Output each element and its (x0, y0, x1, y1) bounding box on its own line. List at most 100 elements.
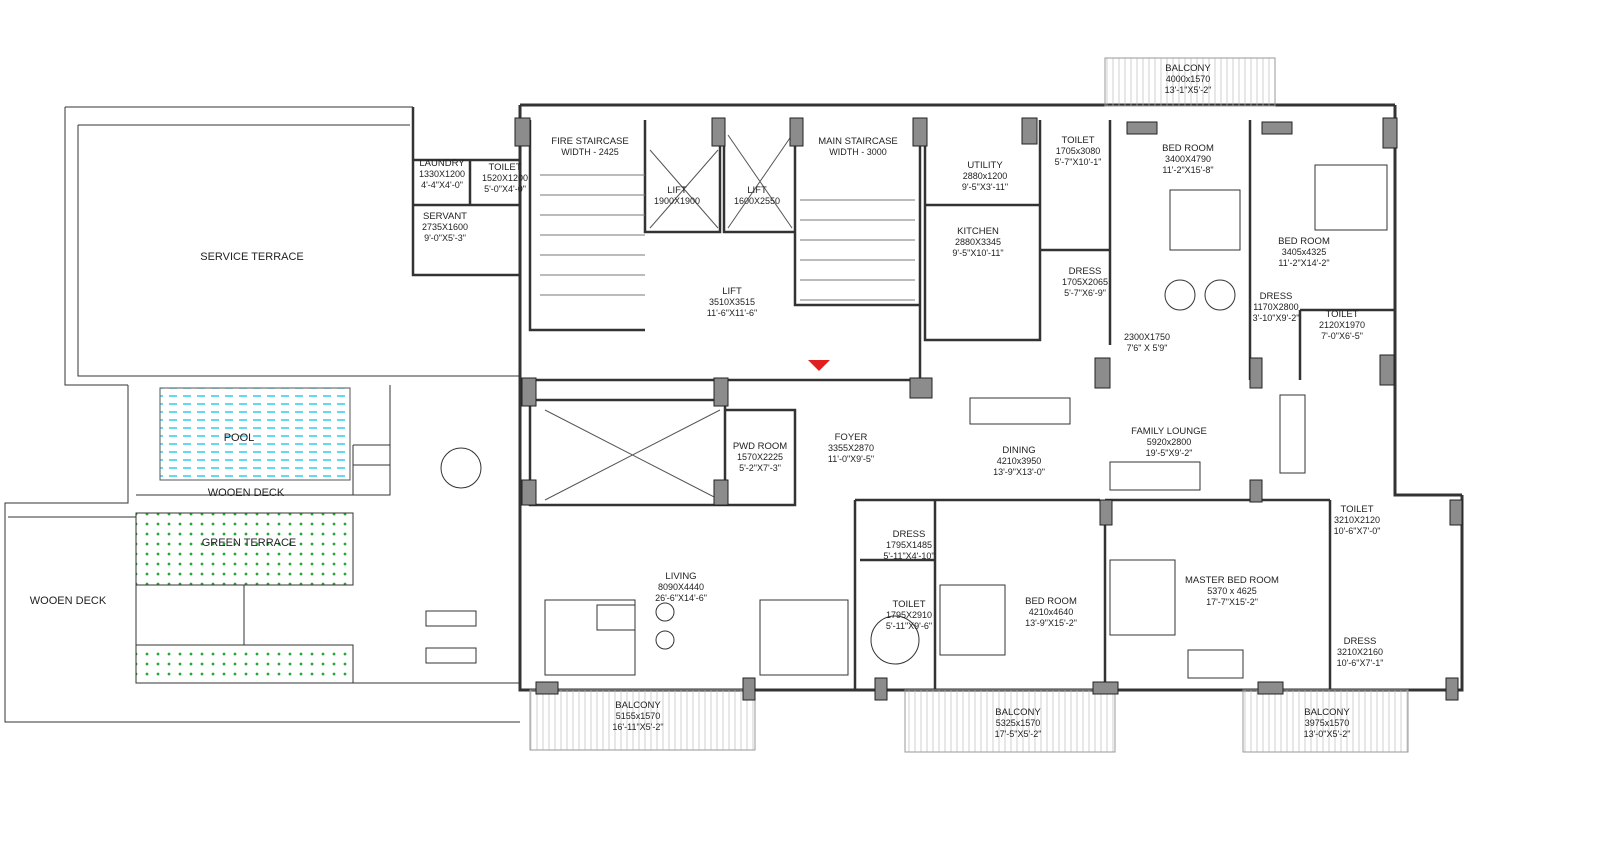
room-name: FOYER (834, 432, 868, 443)
room-dims: 3210X2160 (1336, 647, 1384, 657)
entry-marker (808, 360, 830, 371)
room-name: DRESS (1343, 636, 1377, 647)
balcony-master (1242, 689, 1409, 753)
room-name: BALCONY (1304, 707, 1350, 718)
room-feet: 5'-7"X6'-9" (1064, 288, 1106, 298)
room-dims: 2300X1750 (1123, 332, 1171, 342)
room-dims: 8090X4440 (657, 582, 705, 592)
room-name: LIFT (722, 286, 742, 297)
room-label: WOOEN DECK (30, 596, 106, 607)
balcony-bedroom (904, 689, 1116, 753)
room-label: GREEN TERRACE (202, 538, 297, 549)
room-name: BED ROOM (1278, 236, 1330, 247)
room-dims: 3210X2120 (1333, 515, 1381, 525)
room-feet: 26'-6"X14'-6" (655, 593, 707, 603)
room-dims: 5325x1570 (995, 718, 1041, 728)
room-name: GREEN TERRACE (201, 537, 297, 549)
room-dims: 5920x2800 (1146, 437, 1192, 447)
outdoor-table (440, 447, 482, 489)
room-name: BALCONY (1165, 63, 1211, 74)
room-feet: 7'6" X 5'9" (1126, 343, 1168, 353)
room-label: WOOEN DECK (208, 488, 284, 499)
room-name: FIRE STAIRCASE (551, 136, 629, 147)
room-feet: 19'-5"X9'-2" (1145, 448, 1193, 458)
room-name: DRESS (1259, 291, 1293, 302)
room-name: DINING (1002, 445, 1036, 456)
room-feet: 7'-0"X6'-5" (1321, 331, 1363, 341)
room-name: BED ROOM (1025, 596, 1077, 607)
room-feet: 17'-7"X15'-2" (1206, 597, 1258, 607)
room-feet: 13'-1"X5'-2" (1164, 85, 1212, 95)
room-name: MASTER BED ROOM (1185, 575, 1279, 586)
room-feet: 9'-5"X3'-11" (961, 182, 1009, 192)
room-feet: 4'-4"X4'-0" (421, 180, 463, 190)
room-dims: 1520X1200 (481, 173, 529, 183)
room-feet: 3'-10"X9'-2" (1252, 313, 1300, 323)
room-name: DRESS (1068, 266, 1102, 277)
room-feet: 16'-11"X5'-2" (612, 722, 664, 732)
room-name: WOOEN DECK (29, 595, 107, 607)
room-feet: 11'-2"X14'-2" (1278, 258, 1330, 268)
room-name: LAUNDRY (419, 158, 465, 169)
room-label: SERVICE TERRACE (200, 252, 304, 263)
service-terrace-outline (64, 106, 520, 386)
room-dims: 5155x1570 (615, 711, 661, 721)
room-feet: 13'-0"X5'-2" (1303, 729, 1351, 739)
room-name: SERVANT (422, 211, 467, 222)
room-name: SERVICE TERRACE (200, 251, 304, 263)
room-name: TOILET (488, 162, 522, 173)
dining-table (969, 397, 1071, 425)
room-name: LIFT (747, 185, 767, 196)
room-dims: 1170X2800 (1253, 302, 1299, 312)
room-feet: 11'-2"X15'-8" (1162, 165, 1214, 175)
room-name: LIVING (665, 571, 697, 582)
room-dims: 2120X1970 (1318, 320, 1366, 330)
room-name: KITCHEN (957, 226, 999, 237)
room-dims: 1795X1485 (885, 540, 933, 550)
room-name: UTILITY (967, 160, 1003, 171)
room-name: BALCONY (615, 700, 661, 711)
room-feet: 10'-6"X7'-0" (1333, 526, 1381, 536)
room-name: BALCONY (995, 707, 1041, 718)
room-dims: 3400X4790 (1164, 154, 1212, 164)
green-terrace-lower (135, 644, 354, 684)
room-dims: 3355X2870 (827, 443, 875, 453)
room-name: FAMILY LOUNGE (1131, 426, 1207, 437)
room-dims: 1795X2910 (885, 610, 933, 620)
room-feet: 11'-6"X11'-6" (706, 308, 758, 318)
room-name: TOILET (1061, 135, 1095, 146)
room-dims: 1600X2550 (733, 196, 781, 206)
room-name: TOILET (1325, 309, 1359, 320)
columns (514, 117, 1463, 701)
room-dims: 1570X2225 (736, 452, 784, 462)
room-dims: WIDTH - 3000 (829, 147, 887, 157)
room-dims: 1900X1900 (653, 196, 701, 206)
balcony-living (529, 689, 756, 751)
room-name: LIFT (667, 185, 687, 196)
room-name: PWD ROOM (732, 441, 788, 452)
room-dims: 1705X2065 (1061, 277, 1109, 287)
